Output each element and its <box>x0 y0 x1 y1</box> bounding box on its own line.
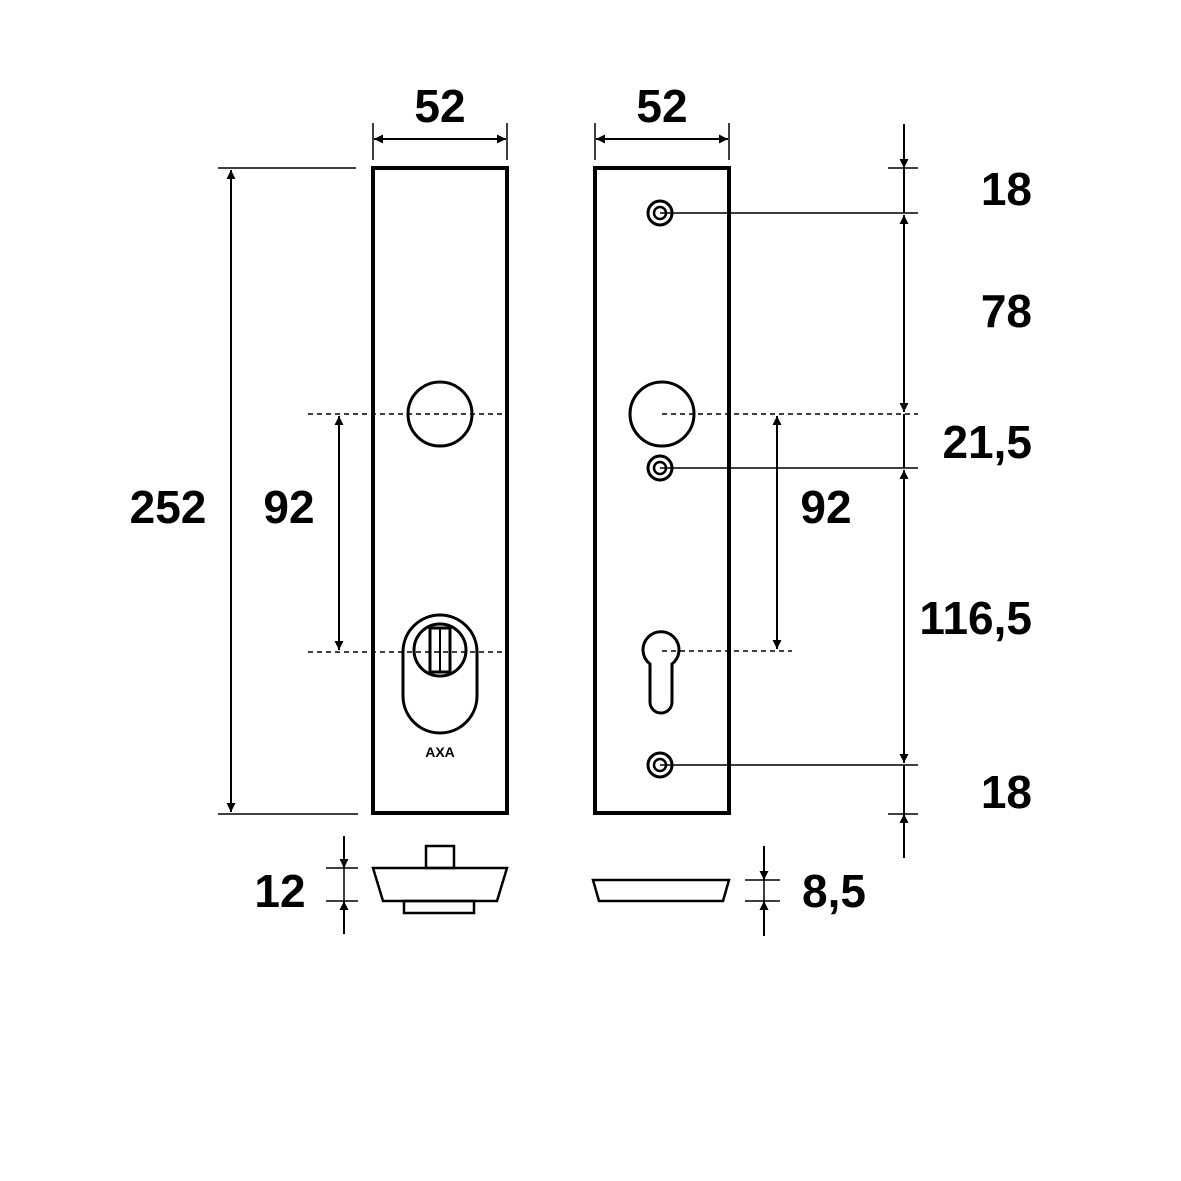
front-cylinder-cover <box>401 613 479 735</box>
back-segment-label-1: 18 <box>981 163 1032 215</box>
back-width-label: 52 <box>636 80 687 132</box>
back-segment-label-5: 18 <box>981 766 1032 818</box>
front-plate-drawing: AXA 52 252 92 12 <box>130 80 509 934</box>
front-center-distance-label: 92 <box>263 481 314 533</box>
back-plate-drawing: 52 92 18 78 21,5 116,5 18 8,5 <box>591 80 1032 936</box>
front-width-label: 52 <box>414 80 465 132</box>
front-profile-base <box>402 899 476 915</box>
front-logo: AXA <box>425 744 455 760</box>
back-segment-label-3: 21,5 <box>942 416 1032 468</box>
back-keyhole <box>641 630 681 715</box>
front-plate-outline <box>371 166 509 815</box>
back-thickness-label: 8,5 <box>802 865 866 917</box>
front-thickness-label: 12 <box>254 865 305 917</box>
front-thumbturn-disc <box>412 622 468 678</box>
back-profile-body <box>591 878 731 903</box>
back-segment-label-4: 116,5 <box>919 592 1032 644</box>
back-plate-outline <box>593 166 731 815</box>
back-center-distance-label: 92 <box>800 481 851 533</box>
front-profile-knob <box>424 844 456 870</box>
front-profile-body <box>371 866 509 903</box>
front-height-label: 252 <box>130 481 207 533</box>
back-segment-label-2: 78 <box>981 285 1032 337</box>
